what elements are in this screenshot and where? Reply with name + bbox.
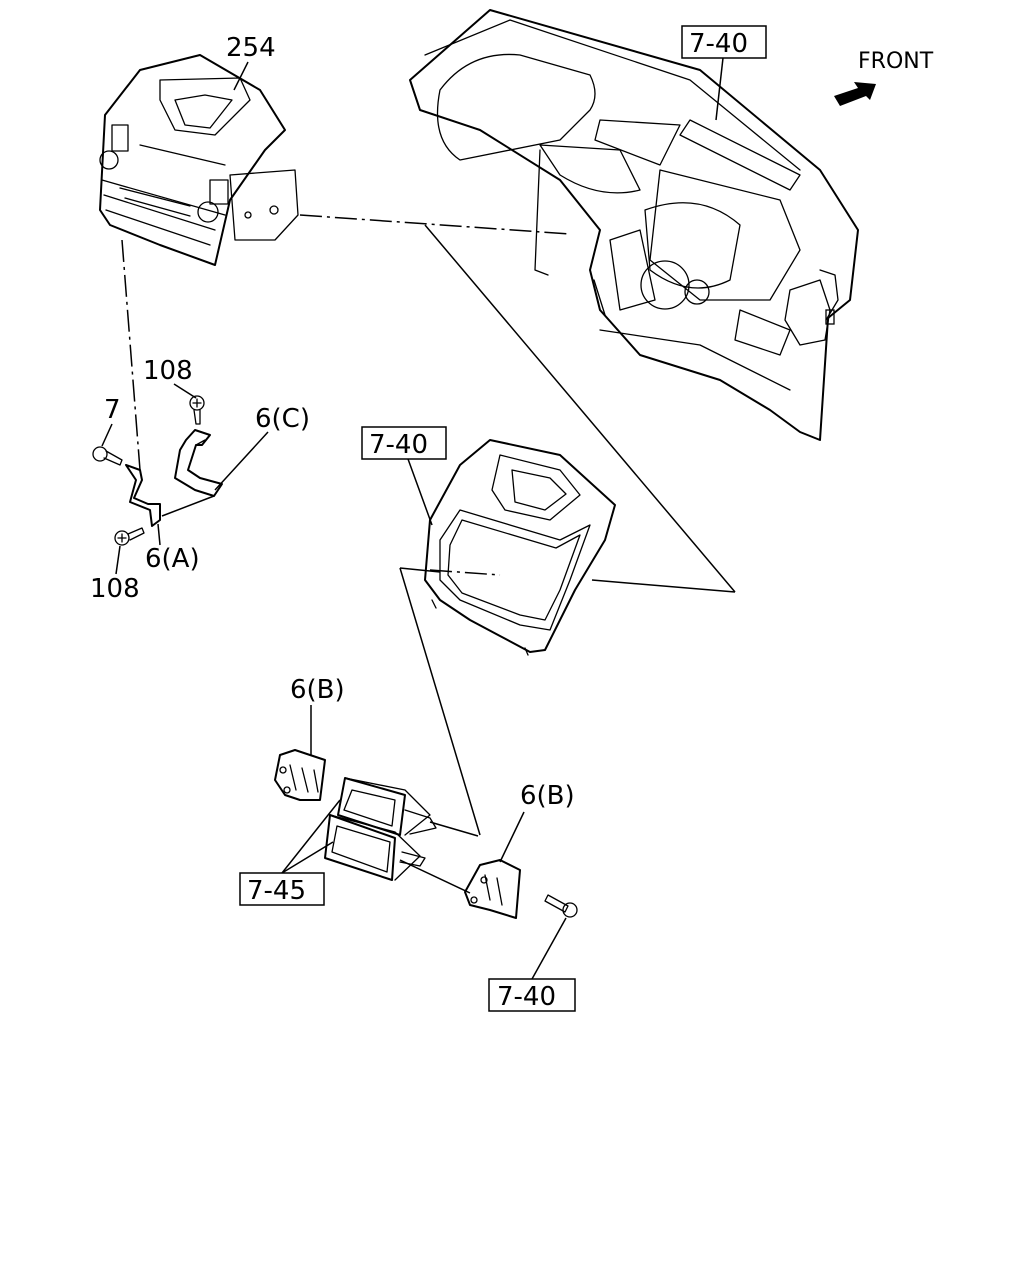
dash-leader-1 [424, 224, 736, 593]
leader-6a [157, 523, 161, 546]
bezel-leader-down [399, 567, 481, 836]
leader-108-bottom [115, 545, 121, 575]
alignment-line-audio-down [121, 239, 141, 471]
pocket-to-bracket-line-2 [429, 821, 479, 837]
ref-box-bezel-text: 7-40 [369, 430, 428, 460]
pocket-assembly [324, 777, 437, 881]
screw-7 [92, 446, 123, 466]
label-6a: 6(A) [145, 544, 200, 574]
bolt [544, 894, 578, 918]
dash-leader-2 [591, 579, 736, 593]
screw-108-top [189, 395, 205, 425]
label-254: 254 [226, 33, 276, 63]
ref-box-dash-text: 7-40 [689, 29, 748, 59]
ref-box-bezel: 7-40 [361, 426, 447, 460]
front-label: FRONT [858, 49, 934, 74]
bracket-6b-left [274, 749, 326, 801]
label-108-bottom: 108 [90, 574, 140, 604]
ref-box-pocket-text: 7-45 [247, 876, 306, 906]
front-arrow-icon [834, 82, 876, 106]
screw-108-bottom [114, 527, 145, 546]
leader-6a-to-6c [161, 495, 215, 517]
alignment-line-audio [299, 214, 571, 235]
bracket-assembly [92, 395, 223, 546]
ref-box-dash: 7-40 [681, 25, 767, 59]
ref-box-bolt: 7-40 [488, 978, 576, 1012]
label-7: 7 [104, 395, 121, 425]
leader-ref-pocket-1 [281, 799, 341, 874]
pocket-to-bracket-line [399, 859, 471, 894]
leader-7 [101, 423, 113, 447]
audio-unit [99, 54, 299, 266]
bracket-6b-right [464, 859, 578, 919]
leader-ref-dash [715, 57, 724, 121]
label-6c: 6(C) [255, 404, 310, 434]
leader-254 [233, 61, 249, 91]
center-bezel [424, 439, 616, 656]
dashboard-assembly [409, 9, 859, 441]
label-6b-left: 6(B) [290, 675, 345, 705]
alignment-line-bezel [429, 569, 501, 576]
leader-ref-bezel [407, 458, 433, 526]
leader-ref-pocket-2 [281, 841, 334, 874]
bezel-leader-top [399, 567, 441, 573]
ref-box-bolt-text: 7-40 [497, 982, 556, 1012]
label-6b-right: 6(B) [520, 781, 575, 811]
leader-ref-bolt [531, 917, 567, 980]
label-108-top: 108 [143, 356, 193, 386]
leader-6c [214, 431, 269, 491]
leader-6b-right [499, 811, 525, 863]
front-indicator: FRONT [834, 49, 934, 106]
ref-box-pocket: 7-45 [239, 872, 325, 906]
leader-108-top [173, 383, 197, 399]
